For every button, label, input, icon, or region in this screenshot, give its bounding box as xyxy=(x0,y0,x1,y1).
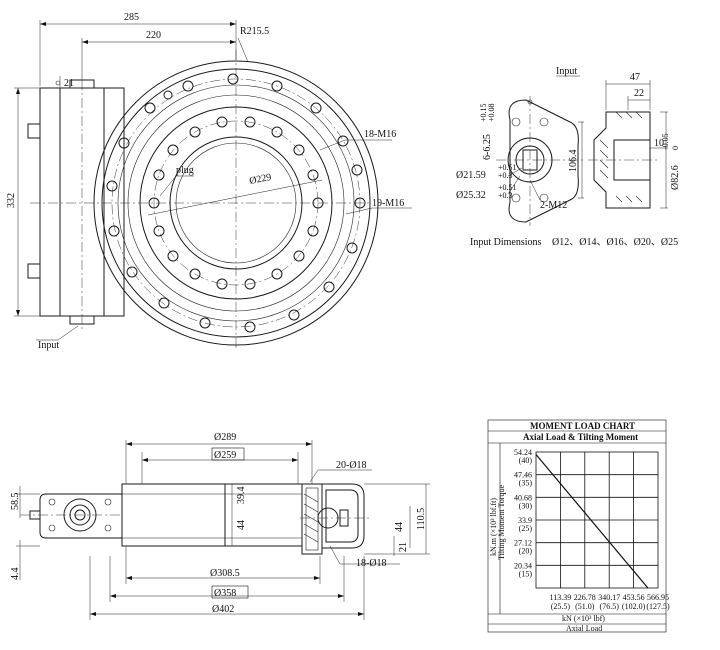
x-tick-label-alt: (102.0) xyxy=(622,602,646,611)
dim-2159: Ø21.59 xyxy=(456,170,486,181)
dim-10: 10 xyxy=(654,138,664,149)
x-tick-label: 340.17 xyxy=(598,593,620,602)
chart-subtitle: Axial Load & Tilting Moment xyxy=(523,432,638,442)
y-tick-label-alt: (15) xyxy=(519,569,533,578)
input-dimensions-values: Ø12、Ø14、Ø16、Ø20、Ø25 xyxy=(552,237,678,248)
dim-332: 332 xyxy=(6,193,17,208)
dim-22: 22 xyxy=(634,88,644,99)
y-tick-label: 40.68 xyxy=(514,493,532,502)
dim-2532: Ø25.32 xyxy=(456,190,486,201)
x-tick-label: 113.39 xyxy=(550,593,572,602)
dim-3085: Ø308.5 xyxy=(210,568,240,579)
label-19m16: 19-M16 xyxy=(372,198,404,209)
svg-text:+0.15: +0.15 xyxy=(479,103,488,122)
svg-text:+0.51: +0.51 xyxy=(498,183,517,192)
dim-1064: 106.4 xyxy=(568,150,579,173)
chart-frame xyxy=(487,419,667,633)
moment-load-chart: MOMENT LOAD CHART Axial Load & Tilting M… xyxy=(487,419,670,633)
chart-plot: 54.24(40) 47.46(35) 40.68(30) 33.9(25) 27.12… xyxy=(514,448,670,611)
dim-44a: 44 xyxy=(236,520,247,530)
chart-ylabel-1: kN.m (×10³ lbf.ft) xyxy=(489,498,498,556)
svg-text:+0.08: +0.08 xyxy=(487,103,496,122)
y-tick-label-alt: (40) xyxy=(519,456,533,465)
label-plug: plug xyxy=(176,165,194,176)
svg-text:+0.3: +0.3 xyxy=(498,191,513,200)
input-flange xyxy=(508,99,579,223)
chart-xlabel-1: kN (×10³ lbf) xyxy=(562,614,605,623)
label-18m16: 18-M16 xyxy=(364,129,396,140)
input-dimensions-label: Input Dimensions xyxy=(470,237,541,248)
svg-text:+0.51: +0.51 xyxy=(498,163,517,172)
dim-20-18: 20-Ø18 xyxy=(336,460,367,471)
outer-ring xyxy=(93,60,379,346)
input-title: Input xyxy=(556,66,577,77)
x-tick-label: 566.95 xyxy=(647,593,669,602)
dim-44b: 44 xyxy=(394,522,405,532)
dim-1105: 110.5 xyxy=(416,508,427,530)
dim-358: Ø358 xyxy=(214,588,236,599)
dim-47: 47 xyxy=(630,72,640,83)
outer-bolt-holes xyxy=(106,73,366,333)
dim-6625: 6-6.25 xyxy=(482,134,493,160)
dim-259: Ø259 xyxy=(214,450,236,461)
chart-title: MOMENT LOAD CHART xyxy=(530,421,635,431)
dim-18-18: 18-Ø18 xyxy=(356,558,387,569)
x-tick-label: 453.56 xyxy=(623,593,645,602)
y-tick-label: 20.34 xyxy=(514,561,532,570)
dim-394: 39.4 xyxy=(236,487,247,505)
dim-285: 285 xyxy=(124,12,139,23)
y-tick-label: 27.12 xyxy=(514,539,532,548)
svg-text:0: 0 xyxy=(671,146,680,150)
worm-housing xyxy=(39,87,125,317)
y-tick-label-alt: (35) xyxy=(519,479,533,488)
svg-text:-0.05: -0.05 xyxy=(661,133,670,150)
label-input: Input xyxy=(38,340,59,351)
dim-r215: R215.5 xyxy=(240,26,269,37)
dim-826: Ø82.6 xyxy=(670,165,681,190)
side-section: Ø289 Ø259 20-Ø18 58.5 39.4 44 44 110.5 2… xyxy=(10,432,430,620)
y-tick-label: 33.9 xyxy=(518,516,532,525)
dim-289: Ø289 xyxy=(214,432,236,443)
dim-585: 58.5 xyxy=(10,493,21,511)
x-tick-label: 226.78 xyxy=(574,593,596,602)
x-tick-label-alt: (127.5) xyxy=(646,602,670,611)
inner-bolt-holes xyxy=(148,116,324,290)
y-tick-label-alt: (30) xyxy=(519,501,533,510)
y-tick-label-alt: (25) xyxy=(519,524,533,533)
y-tick-label: 47.46 xyxy=(514,471,532,480)
chart-xlabel-2: Axial Load xyxy=(566,624,602,633)
dim-21: 21 xyxy=(64,78,74,89)
y-tick-label-alt: (20) xyxy=(519,547,533,556)
chart-ylabel-2: Tilting Moment Torque xyxy=(497,485,506,560)
dim-229: Ø229 xyxy=(248,172,272,187)
dim-21-side: 21 xyxy=(398,542,409,552)
dim-402: Ø402 xyxy=(212,604,234,615)
svg-text:+0.3: +0.3 xyxy=(498,171,513,180)
x-tick-label-alt: (76.5) xyxy=(600,602,620,611)
input-view: Input 47 22 10 Ø82.6 -0.05 0 xyxy=(456,66,681,248)
series-line xyxy=(535,454,649,589)
x-tick-label-alt: (51.0) xyxy=(575,602,595,611)
y-tick-label: 54.24 xyxy=(514,448,532,457)
dim-44c: 4.4 xyxy=(10,568,21,581)
x-tick-label-alt: (25.5) xyxy=(551,602,571,611)
plan-view: 285 220 R215.5 21 332 Ø229 18-M16 19-M16 xyxy=(6,12,412,351)
dim-2m12: 2-M12 xyxy=(540,200,567,211)
dim-220: 220 xyxy=(146,30,161,41)
